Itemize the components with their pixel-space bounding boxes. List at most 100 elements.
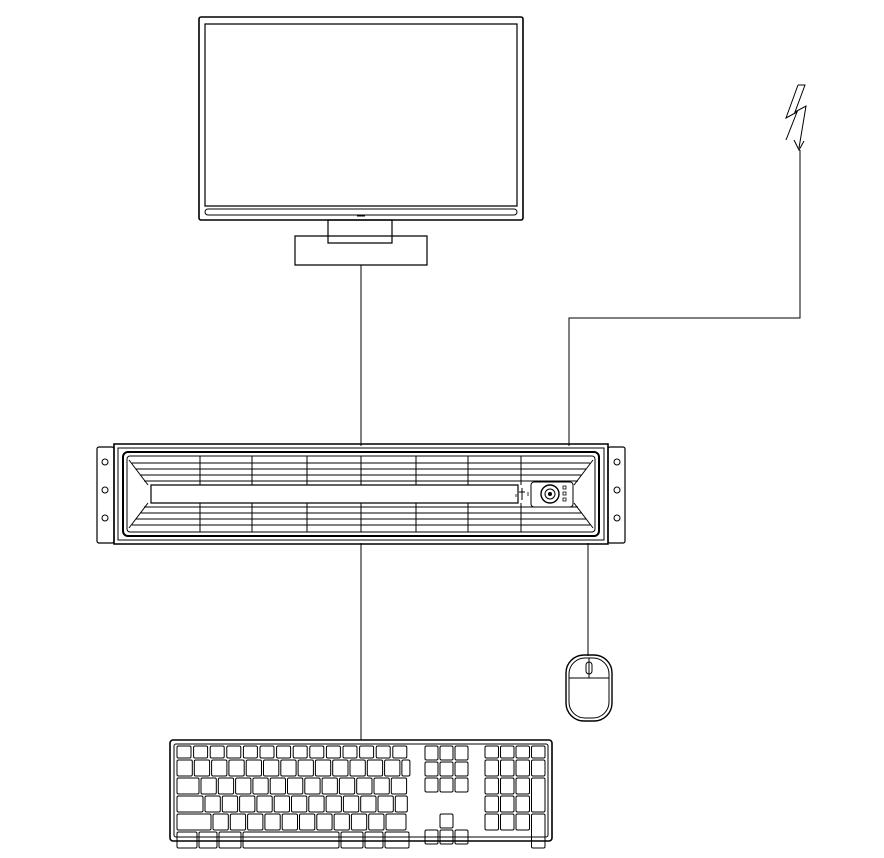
keyboard-key [376,746,390,758]
keyboard-key [222,796,237,812]
keyboard-key [333,760,348,776]
keyboard-key [177,778,199,794]
keyboard-key [360,746,374,758]
keyboard-key [485,814,499,830]
keyboard-key [367,760,382,776]
keyboard-key [264,760,279,776]
keyboard-key [532,814,546,848]
keyboard-key [425,778,438,792]
keyboard-key [253,778,268,794]
keyboard-key [385,832,409,848]
keyboard-key [516,746,530,758]
keyboard-key [385,760,400,776]
keyboard-key [315,760,330,776]
keyboard-key [485,760,499,776]
keyboard-key [212,760,227,776]
keyboard-key [440,778,453,792]
keyboard-key [240,796,255,812]
keyboard-key [374,778,389,794]
cable-power-server [569,150,800,446]
keyboard-key [361,796,376,812]
mouse-icon [566,655,612,721]
keyboard-key [501,746,515,758]
keyboard-key [177,814,211,830]
keyboard-key [227,746,241,758]
keyboard-key [485,778,499,794]
keyboard-key [177,832,197,848]
keyboard-key [455,762,468,776]
keyboard-key [369,814,384,830]
keyboard-key [213,814,228,830]
keyboard-key [532,760,546,776]
keyboard-key [177,746,191,758]
keyboard-key [309,796,324,812]
keyboard-key [248,814,263,830]
keyboard-key [199,832,217,848]
keyboard-icon [170,740,552,848]
keyboard-key [402,760,410,776]
keyboard-key [265,814,280,830]
keyboard-key [455,830,468,844]
keyboard-keys [177,746,545,848]
keyboard-key [277,746,291,758]
keyboard-key [485,746,499,758]
keyboard-key [326,746,340,758]
keyboard-key [516,814,530,830]
keyboard-key [351,814,366,830]
rack-server-icon [97,444,625,544]
keyboard-key [357,778,372,794]
keyboard-key [317,814,332,830]
keyboard-key [292,796,307,812]
keyboard-key [270,778,285,794]
keyboard-key [501,814,515,830]
keyboard-key [395,796,407,812]
keyboard-key [532,778,546,812]
keyboard-key [440,814,453,828]
keyboard-key [386,814,406,830]
keyboard-key [440,762,453,776]
keyboard-key [246,760,261,776]
keyboard-key [393,746,407,758]
keyboard-key [260,746,274,758]
keyboard-key [243,746,257,758]
rack-ear-right [608,447,625,543]
keyboard-key [440,746,453,760]
keyboard-key [236,778,251,794]
keyboard-key [501,796,515,812]
keyboard-key [501,760,515,776]
keyboard-key [322,778,337,794]
keyboard-key [343,746,357,758]
keyboard-key [485,796,499,812]
keyboard-key [293,746,307,758]
keyboard-key [282,814,297,830]
keyboard-key [288,778,303,794]
keyboard-key [339,778,354,794]
keyboard-key [201,778,216,794]
control-panel [531,482,573,507]
keyboard-key [365,832,383,848]
keyboard-key [300,814,315,830]
keyboard-key [425,762,438,776]
keyboard-key [425,830,438,844]
rack-ear-left [97,447,114,543]
keyboard-key [532,746,546,758]
keyboard-key [177,796,203,812]
keyboard-key [516,796,530,812]
keyboard-key [218,778,233,794]
keyboard-key [440,830,453,844]
keyboard-key [243,832,339,848]
keyboard-key [350,760,365,776]
keyboard-key [310,746,324,758]
keyboard-key [326,796,341,812]
keyboard-key [298,760,313,776]
power-bolt-icon [786,85,806,150]
keyboard-key [274,796,289,812]
keyboard-key [334,814,349,830]
keyboard-key [501,778,515,794]
keyboard-key [257,796,272,812]
keyboard-key [391,778,406,794]
keyboard-key [194,760,209,776]
keyboard-key [219,832,241,848]
keyboard-key [343,796,358,812]
